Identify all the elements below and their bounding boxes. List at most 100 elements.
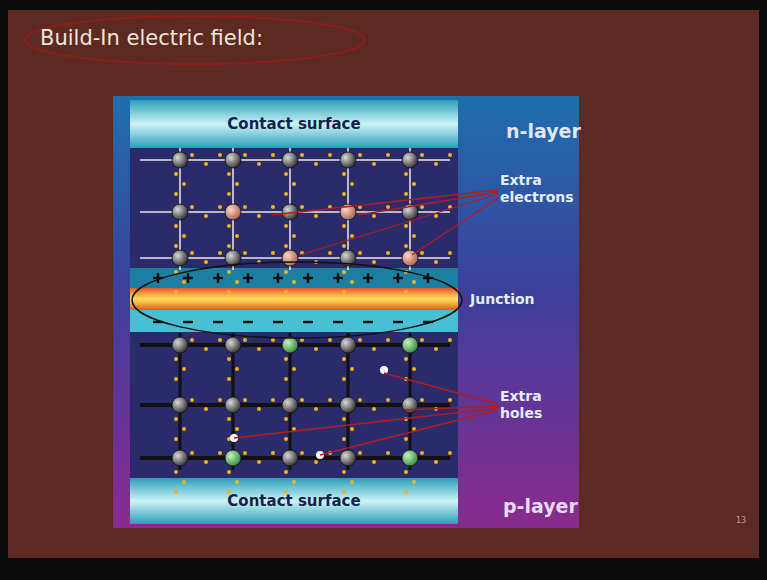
electron-dot	[342, 377, 346, 381]
electron-dot	[218, 205, 222, 209]
electron-dot	[434, 260, 438, 264]
slide-number: 13	[736, 516, 746, 526]
electron-dot	[342, 357, 346, 361]
electron-dot	[292, 367, 296, 371]
electron-dot	[404, 244, 408, 248]
electron-dot	[342, 270, 346, 274]
electron-dot	[190, 451, 194, 455]
electron-dot	[386, 153, 390, 157]
atom	[282, 397, 298, 413]
slide-title: Build-In electric field:	[40, 26, 263, 50]
atom	[340, 450, 356, 466]
band-label: Contact surface	[227, 492, 360, 510]
atom	[225, 450, 241, 466]
atom	[282, 337, 298, 353]
electron-dot	[227, 270, 231, 274]
electron-dot	[404, 224, 408, 228]
electron-dot	[227, 290, 231, 294]
electron-dot	[420, 398, 424, 402]
electron-dot	[218, 153, 222, 157]
minus-sign	[183, 321, 193, 323]
electron-dot	[284, 192, 288, 196]
electron-dot	[314, 214, 318, 218]
electron-dot	[174, 244, 178, 248]
electron-dot	[350, 427, 354, 431]
electron-dot	[284, 270, 288, 274]
electron-dot	[342, 244, 346, 248]
electron-dot	[190, 205, 194, 209]
electron-dot	[342, 437, 346, 441]
electron-dot	[292, 234, 296, 238]
electron-dot	[174, 192, 178, 196]
electron-dot	[182, 427, 186, 431]
electron-dot	[404, 192, 408, 196]
electron-dot	[235, 427, 239, 431]
electron-dot	[204, 260, 208, 264]
electron-dot	[190, 153, 194, 157]
electron-dot	[358, 153, 362, 157]
electron-dot	[300, 205, 304, 209]
callout-label: Extra holes	[500, 388, 560, 422]
electron-dot	[227, 357, 231, 361]
electron-dot	[284, 224, 288, 228]
electron-dot	[243, 338, 247, 342]
electron-dot	[243, 451, 247, 455]
atom	[340, 152, 356, 168]
electron-dot	[300, 451, 304, 455]
electron-dot	[218, 451, 222, 455]
electron-dot	[328, 251, 332, 255]
electron-dot	[372, 260, 376, 264]
plus-sign	[217, 273, 219, 283]
electron-dot	[314, 460, 318, 464]
callout-label: Junction	[468, 291, 537, 308]
electron-dot	[235, 480, 239, 484]
electron-dot	[342, 172, 346, 176]
electron-dot	[284, 437, 288, 441]
electron-dot	[271, 251, 275, 255]
electron-dot	[358, 451, 362, 455]
electron-dot	[284, 357, 288, 361]
atom	[402, 337, 418, 353]
electron-dot	[235, 367, 239, 371]
electron-dot	[448, 153, 452, 157]
electron-dot	[434, 460, 438, 464]
electron-dot	[218, 338, 222, 342]
electron-dot	[372, 162, 376, 166]
atom	[282, 152, 298, 168]
electron-dot	[271, 451, 275, 455]
electron-dot	[328, 153, 332, 157]
electron-dot	[386, 251, 390, 255]
electron-dot	[342, 224, 346, 228]
electron-dot	[243, 398, 247, 402]
minus-sign	[243, 321, 253, 323]
electron-dot	[174, 290, 178, 294]
electron-dot	[227, 470, 231, 474]
electron-dot	[174, 377, 178, 381]
electron-dot	[448, 398, 452, 402]
electron-dot	[190, 398, 194, 402]
layer-label: p-layer	[503, 495, 578, 518]
atom	[172, 204, 188, 220]
electron-dot	[227, 224, 231, 228]
electron-dot	[227, 417, 231, 421]
plus-sign	[187, 273, 189, 283]
electron-dot	[243, 205, 247, 209]
electron-dot	[350, 182, 354, 186]
electron-dot	[204, 214, 208, 218]
plus-sign	[247, 273, 249, 283]
electron-dot	[218, 398, 222, 402]
electron-dot	[218, 251, 222, 255]
electron-dot	[358, 251, 362, 255]
contact-band: Contact surface	[130, 478, 458, 524]
electron-dot	[434, 214, 438, 218]
electron-dot	[350, 480, 354, 484]
electron-dot	[328, 398, 332, 402]
electron-dot	[420, 251, 424, 255]
electron-dot	[174, 437, 178, 441]
electron-dot	[342, 290, 346, 294]
electron-dot	[386, 398, 390, 402]
electron-dot	[300, 153, 304, 157]
electron-dot	[342, 192, 346, 196]
electron-dot	[182, 367, 186, 371]
electron-dot	[404, 470, 408, 474]
